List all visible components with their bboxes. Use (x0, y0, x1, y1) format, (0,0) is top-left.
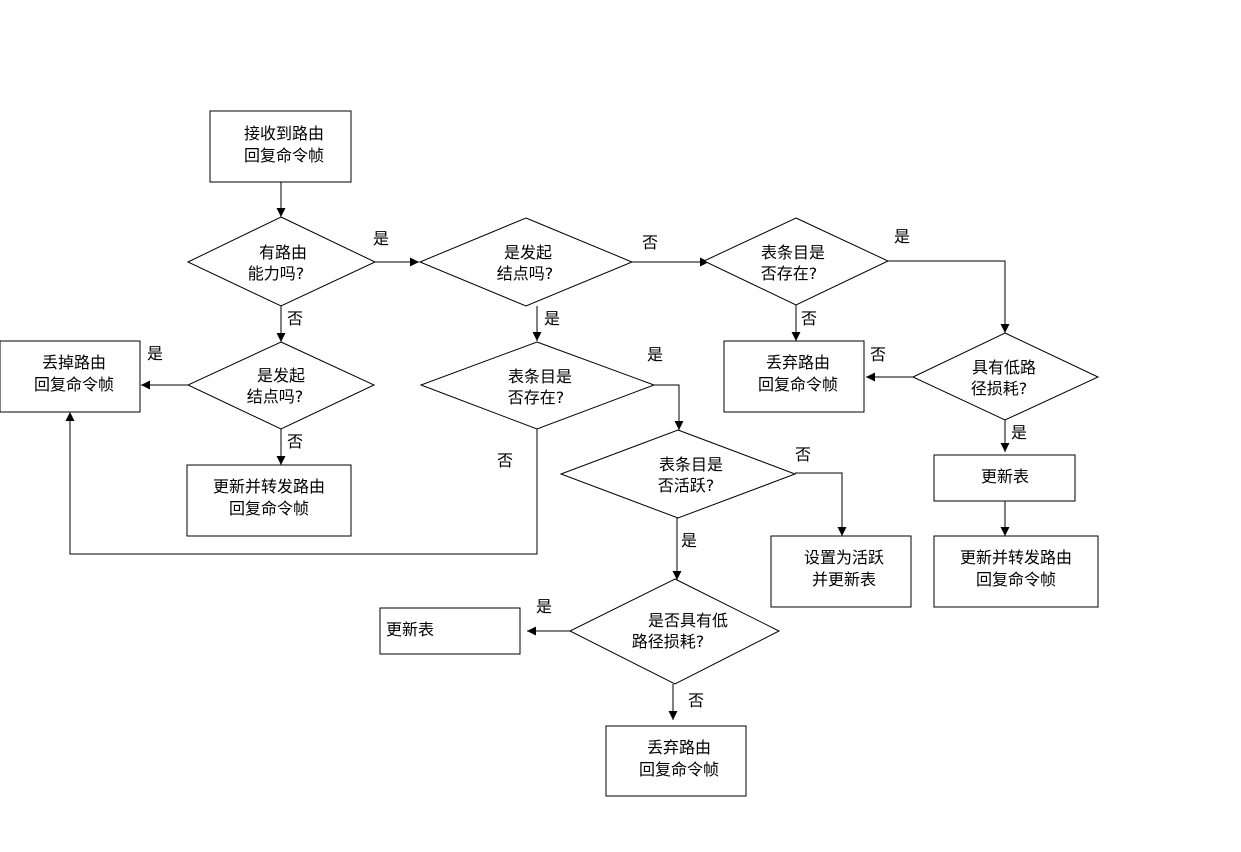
edge-active-no (795, 472, 847, 536)
nodes: 接收到路由回复命令帧 有路由能力吗? 是发起结点吗? 表条目是否存在? 丢掉路由… (0, 110, 1100, 797)
label-active-yes: 是 (681, 531, 697, 550)
svg-text:表条目是否存在?: 表条目是否存在? (761, 243, 825, 283)
node-update-table-right: 更新表 (933, 454, 1076, 502)
node-discard-right: 丢弃路由回复命令帧 (723, 340, 865, 413)
label-entry-mid-yes: 是 (647, 345, 663, 364)
decision-route-capability: 有路由能力吗? (186, 216, 377, 307)
label-entry-top-yes: 是 (894, 227, 910, 246)
svg-text:表条目是否存在?: 表条目是否存在? (508, 367, 572, 407)
node-start: 接收到路由回复命令帧 (209, 110, 352, 183)
svg-text:接收到路由回复命令帧: 接收到路由回复命令帧 (244, 124, 324, 165)
decision-low-cost-right: 具有低路径损耗? (911, 332, 1100, 421)
label-origin-left-yes: 是 (147, 344, 163, 363)
decision-origin-node-left: 是发起结点吗? (186, 341, 376, 430)
decision-entry-exists-mid: 表条目是否存在? (419, 341, 656, 430)
label-origin-top-yes: 是 (544, 309, 560, 328)
label-lowcost-right-yes: 是 (1011, 423, 1027, 442)
svg-text:设置为活跃并更新表: 设置为活跃并更新表 (804, 548, 884, 589)
edge-entry-mid-no (65, 412, 538, 555)
svg-text:更新表: 更新表 (981, 467, 1029, 486)
decision-entry-active: 表条目是否活跃? (559, 429, 797, 519)
svg-text:表条目是否活跃?: 表条目是否活跃? (658, 455, 723, 495)
decision-origin-node-top: 是发起结点吗? (418, 217, 634, 307)
svg-text:丢弃路由回复命令帧: 丢弃路由回复命令帧 (758, 353, 838, 394)
label-active-no: 否 (795, 445, 811, 464)
connectors (65, 182, 1010, 720)
node-update-forward-right: 更新并转发路由回复命令帧 (933, 535, 1099, 608)
svg-text:具有低路径损耗?: 具有低路径损耗? (971, 358, 1036, 398)
node-update-forward-left: 更新并转发路由回复命令帧 (186, 464, 352, 537)
label-lowcost-right-no: 否 (870, 345, 886, 364)
svg-text:更新并转发路由回复命令帧: 更新并转发路由回复命令帧 (960, 548, 1072, 589)
edge-entry-mid-yes (654, 384, 684, 430)
svg-text:是发起结点吗?: 是发起结点吗? (247, 366, 305, 406)
svg-text:丢弃路由回复命令帧: 丢弃路由回复命令帧 (639, 738, 719, 779)
svg-text:是发起结点吗?: 是发起结点吗? (497, 243, 554, 283)
decision-entry-exists-top: 表条目是否存在? (702, 217, 890, 306)
node-update-table-bottom: 更新表 (379, 607, 521, 655)
svg-text:更新并转发路由回复命令帧: 更新并转发路由回复命令帧 (213, 477, 325, 518)
label-origin-left-no: 否 (287, 432, 303, 451)
edge-labels: 是 否 否 是 是 否 是 否 是 否 否 是 是 否 否 是 (147, 227, 1027, 710)
svg-text:更新表: 更新表 (386, 620, 434, 639)
label-route-no: 否 (287, 309, 303, 328)
svg-text:是否具有低路径损耗?: 是否具有低路径损耗? (632, 611, 728, 651)
edge-entry-top-yes (888, 260, 1010, 333)
label-route-yes: 是 (373, 229, 389, 248)
label-entry-top-no: 否 (801, 309, 817, 328)
node-set-active: 设置为活跃并更新表 (770, 535, 912, 608)
label-lowcost-bottom-yes: 是 (536, 597, 552, 616)
node-discard-bottom: 丢弃路由回复命令帧 (605, 725, 747, 797)
svg-text:有路由能力吗?: 有路由能力吗? (248, 243, 307, 283)
label-entry-mid-no: 否 (497, 451, 513, 470)
node-drop-left: 丢掉路由回复命令帧 (0, 340, 141, 413)
label-lowcost-bottom-no: 否 (688, 691, 704, 710)
label-origin-top-no: 否 (642, 233, 658, 252)
svg-text:丢掉路由回复命令帧: 丢掉路由回复命令帧 (34, 353, 114, 394)
decision-low-cost-bottom: 是否具有低路径损耗? (568, 578, 781, 685)
